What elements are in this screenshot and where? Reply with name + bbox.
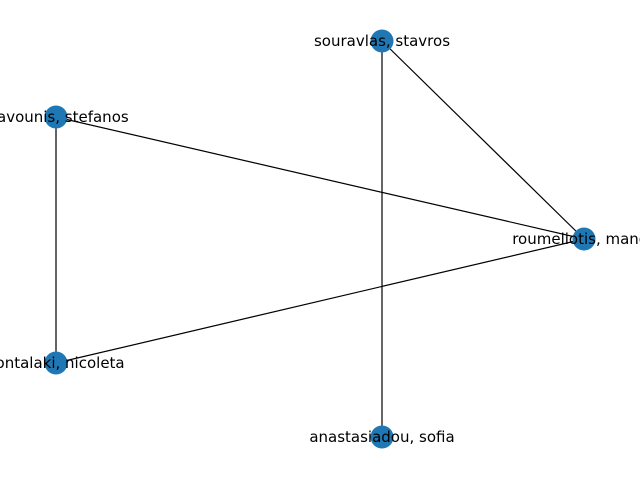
node-roumeliotis [572,227,596,251]
node-nicoleta [44,351,68,375]
edge-souravlas-roumeliotis [381,40,585,240]
node-souravlas [370,29,394,53]
node-label-souravlas: souravlas, stavros [314,32,450,50]
labels-layer: souravlas, stavros stavounis, stefanos rou… [0,32,640,446]
node-label-stefanos: stavounis, stefanos [0,108,129,126]
node-stefanos [44,105,68,129]
edges-layer [55,40,585,437]
edge-nicoleta-roumeliotis [55,238,585,364]
node-label-roumeliotis: roumeliotis, manos [512,230,640,248]
node-anastasiadou [370,425,394,449]
edge-stefanos-roumeliotis [55,116,585,240]
node-label-anastasiadou: anastasiadou, sofia [309,428,454,446]
nodes-layer [44,29,596,449]
node-label-nicoleta: kontalaki, nicoleta [0,354,125,372]
